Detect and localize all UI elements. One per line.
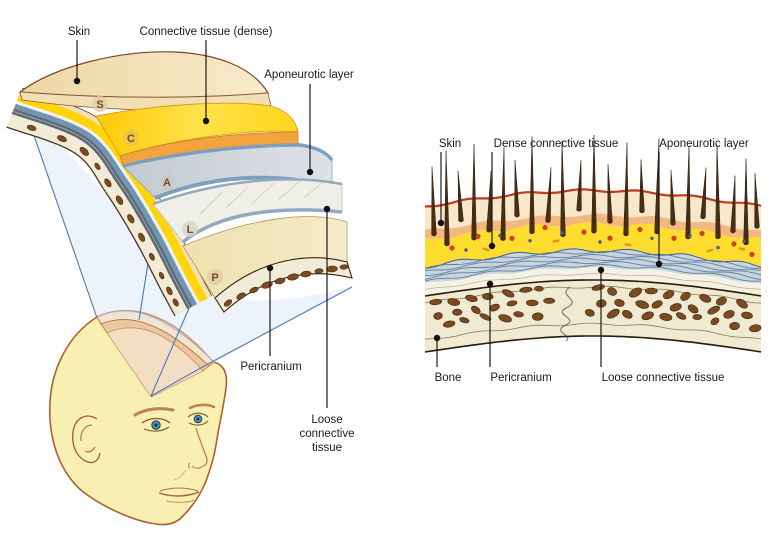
letter-badge-p: P: [211, 272, 218, 284]
mouth: [158, 487, 200, 503]
label-aponeurotic-left: Aponeurotic layer: [264, 69, 354, 81]
cs-vessel-dots: [449, 225, 755, 258]
eyes: [141, 412, 209, 432]
right-leader-lines: [433, 152, 663, 367]
label-skin-left: Skin: [68, 26, 90, 38]
nose: [188, 427, 208, 469]
loose-slab-top-edge: [152, 178, 343, 206]
layer-edge-stack: [6, 87, 213, 317]
cs-dense-connective-band: [425, 222, 761, 268]
eyebrows: [133, 403, 216, 417]
aponeurotic-top-edge: [122, 143, 334, 168]
cs-bone-suture: [560, 286, 573, 342]
label-loose-connective-right: Loose connective tissue: [602, 372, 725, 384]
cs-aponeurotic-fibers: [424, 250, 762, 282]
letter-badge-s: S: [96, 99, 103, 111]
label-pericranium-right: Pericranium: [490, 372, 551, 384]
hair-shafts: [431, 134, 760, 247]
ear: [72, 415, 101, 464]
label-loose-line1: Loose: [311, 414, 342, 426]
exploded-scalp-block: [18, 51, 353, 313]
cs-loose-fiber-line: [424, 272, 762, 290]
label-bone: Bone: [435, 372, 462, 384]
letter-badge-c: C: [127, 133, 135, 145]
cs-aponeurotic-top-line: [424, 248, 762, 269]
cs-loose-connective-band: [425, 267, 761, 296]
cs-pericranium-line: [424, 279, 762, 297]
label-skin-right: Skin: [439, 138, 461, 150]
dense-connective-slab: [95, 102, 299, 157]
cs-bone-trabeculae: [429, 284, 762, 333]
skin-slab-top: [18, 51, 270, 98]
label-pericranium-left: Pericranium: [240, 361, 301, 373]
cs-diploe-bottom-line: [424, 322, 762, 340]
label-connective-dense: Connective tissue (dense): [140, 26, 273, 38]
label-loose-line2: connective: [300, 428, 355, 440]
cheek-line: [173, 469, 187, 481]
label-dense-connective: Dense connective tissue: [494, 138, 619, 150]
cs-bone-bottom-line: [424, 335, 762, 353]
left-leader-lines: [73, 40, 331, 408]
cross-section: [424, 134, 762, 353]
letter-badge-l: L: [187, 224, 194, 236]
bone-trabeculae: [223, 264, 349, 307]
loose-slab-hatching: [199, 180, 325, 215]
label-aponeurotic-right: Aponeurotic layer: [659, 138, 749, 150]
letter-badge-a: A: [163, 177, 171, 189]
label-loose-line3: tissue: [312, 442, 342, 454]
layer-letter-badges: S C A L P: [92, 96, 223, 285]
